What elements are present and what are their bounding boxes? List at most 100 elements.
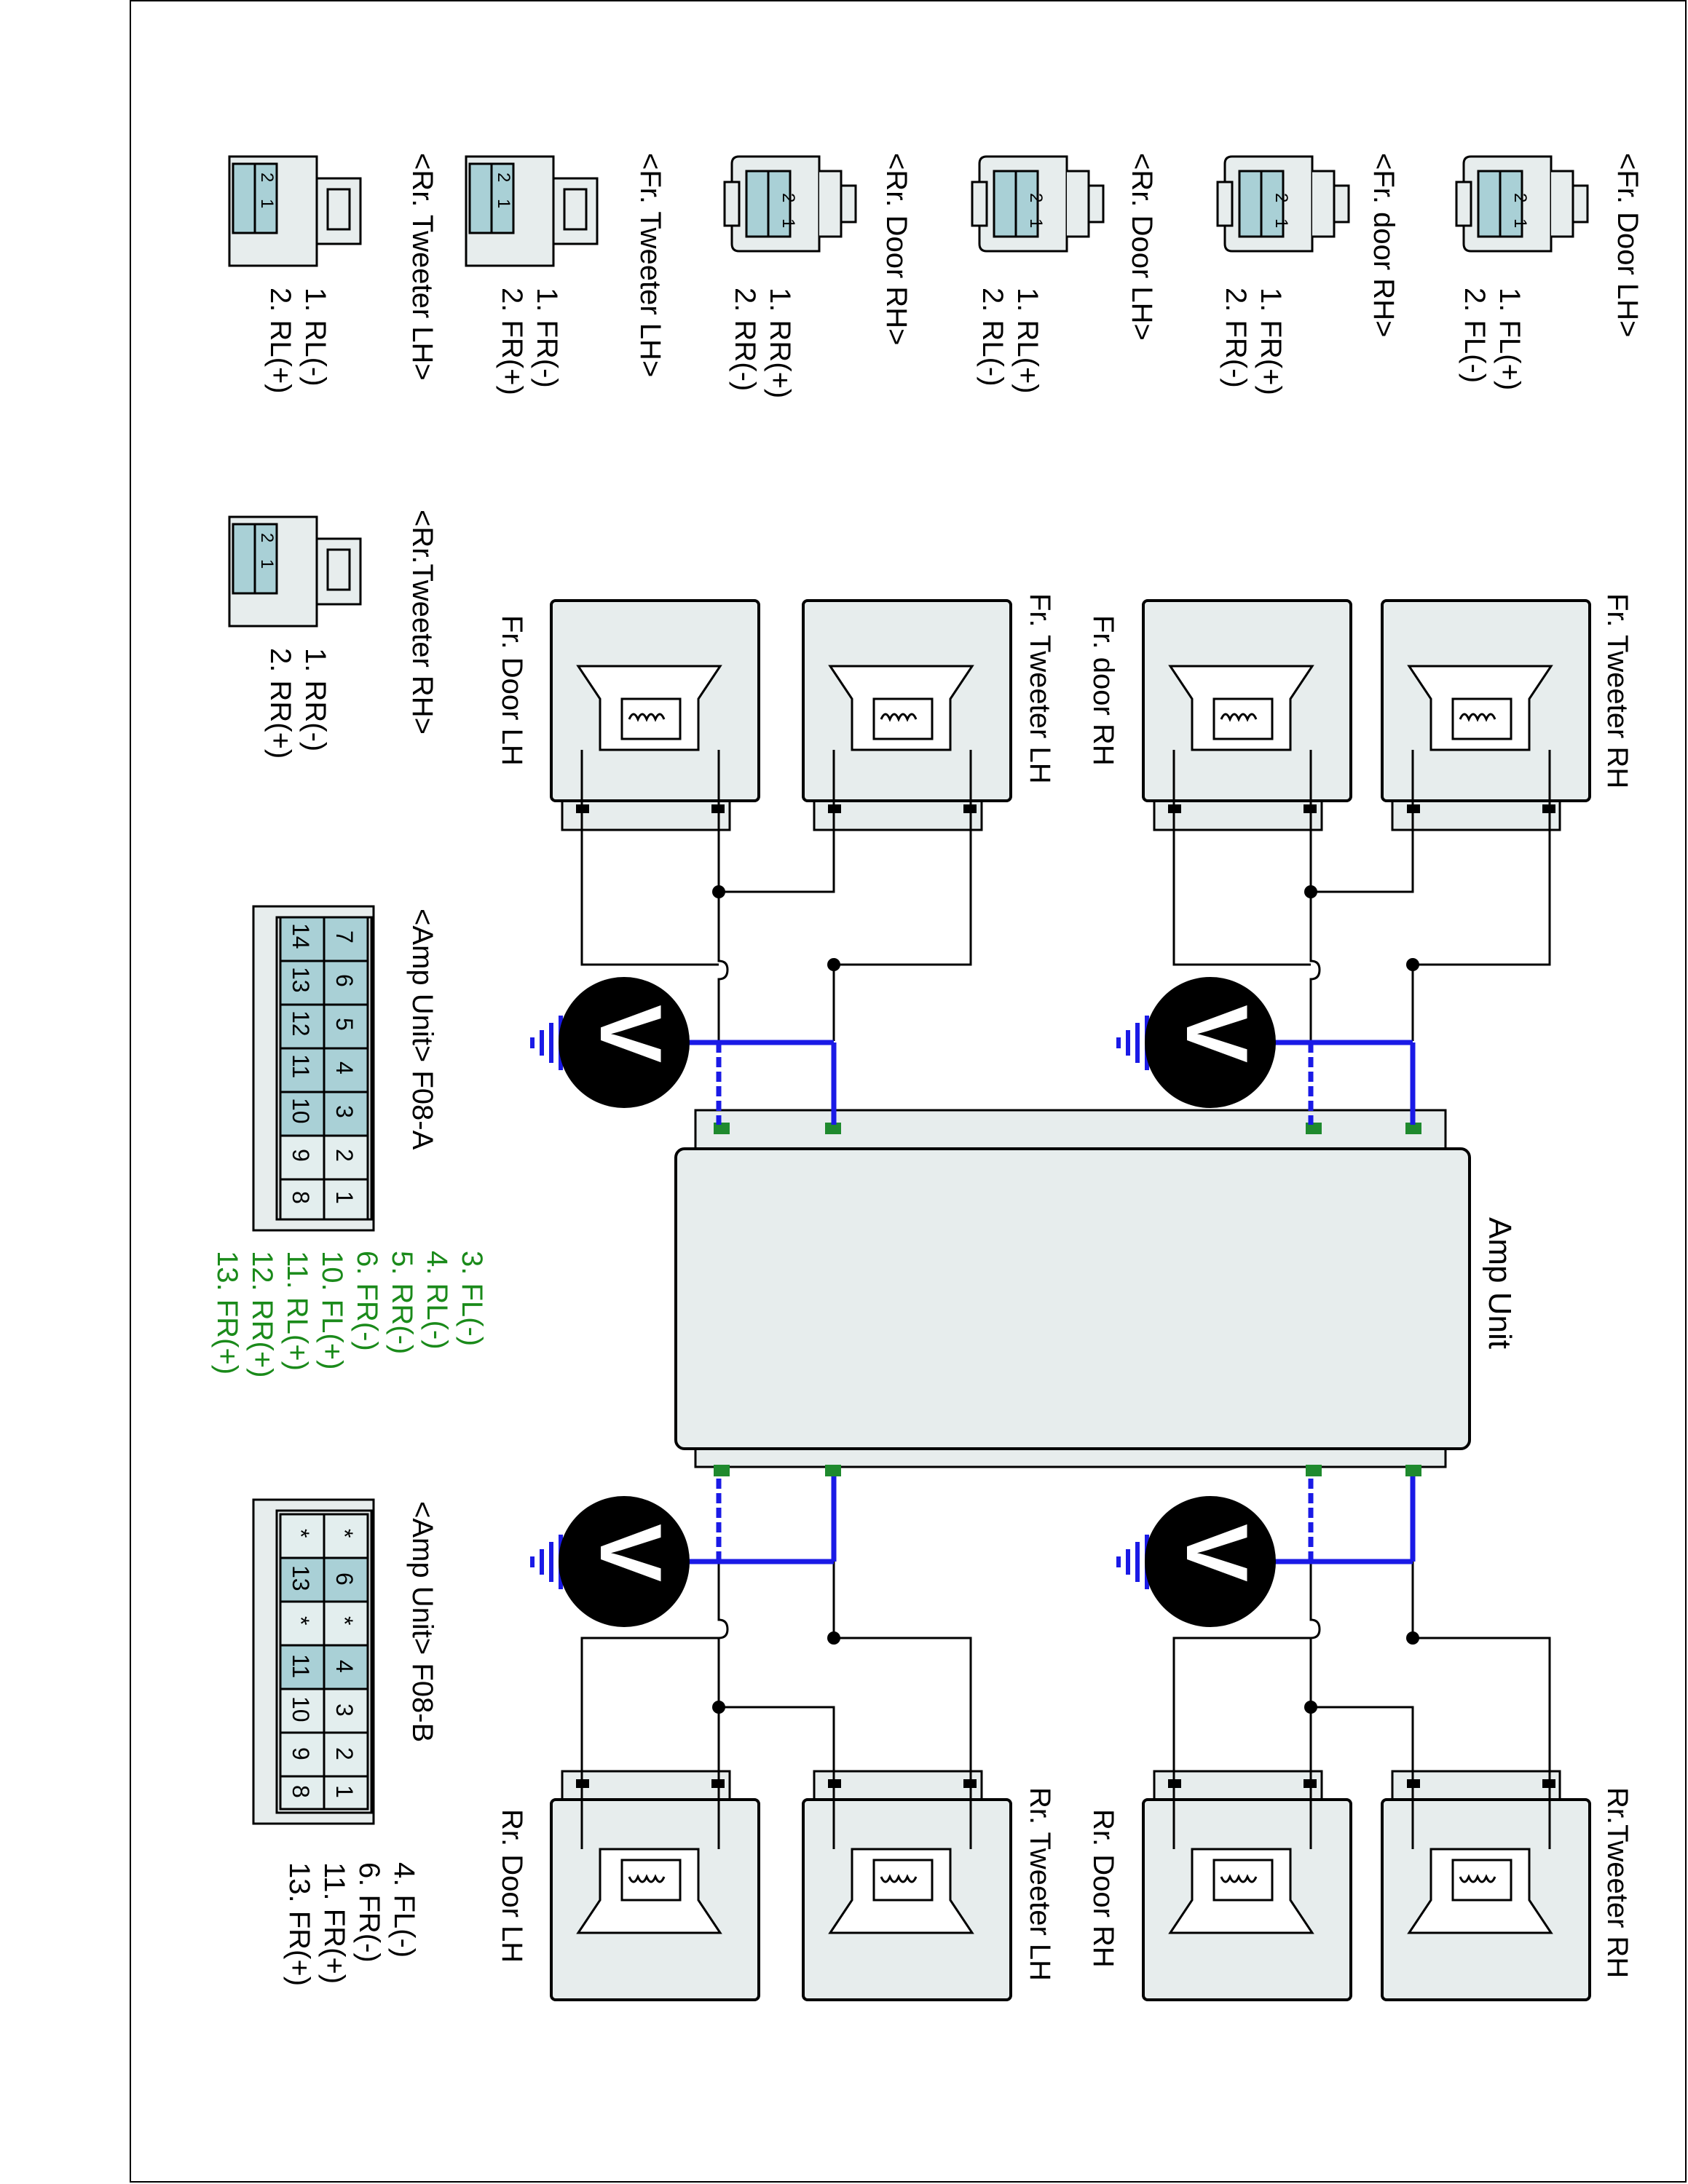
voltmeter-icon: V — [559, 977, 690, 1108]
amp-pin-label: 6. FR(-) — [353, 1862, 385, 1963]
voltmeter-icon: V — [559, 1496, 690, 1627]
speaker-rr-tweeter-rh: Rr.Tweeter RH — [1381, 1770, 1633, 2001]
amp-pin-label: 5. RR(-) — [386, 1251, 418, 1354]
amp-a-pin-list: 3. FL(-) 4. RL(-) 5. RR(-) 6. FR(-) 10. … — [211, 1251, 488, 1378]
speaker-label: Fr. door RH — [1087, 615, 1119, 766]
connector-pin-label: 1. RR(-) — [299, 648, 331, 751]
connector-title: <Fr. Tweeter LH> — [634, 153, 666, 377]
pin-number: 2 — [1026, 193, 1046, 202]
pin-number: 2 — [331, 1747, 358, 1760]
speaker-label: Rr. Door LH — [496, 1809, 528, 1963]
connector-pin-label: 2. RR(-) — [729, 288, 761, 391]
speaker-label: Fr. Tweeter LH — [1024, 593, 1056, 784]
connector-pin-label: 2. RR(+) — [264, 648, 296, 759]
amp-pin-label: 4. FL(-) — [388, 1862, 420, 1958]
speaker-label: Fr. Tweeter RH — [1601, 593, 1633, 788]
connector-pin-label: 2. FL(-) — [1459, 288, 1491, 383]
pin-number: 2 — [331, 1149, 358, 1162]
pin-number: 6 — [331, 974, 358, 987]
amp-pin-label: 10. FL(+) — [316, 1251, 348, 1369]
pin-number: 10 — [288, 1098, 314, 1124]
speakers-front: Fr. Tweeter RH Fr. door RH Fr. T — [496, 593, 1633, 831]
pin-number: 3 — [331, 1704, 358, 1717]
voltmeter-icon: V — [1145, 1496, 1276, 1627]
amp-pin-label: 4. RL(-) — [421, 1251, 453, 1350]
amp-connector-title: <Amp Unit> F08-A — [406, 909, 438, 1150]
pin-number: 7 — [331, 930, 358, 943]
speaker-label: Rr. Door RH — [1087, 1809, 1119, 1968]
connector-pin-label: 1. FR(-) — [531, 288, 563, 388]
pin-number: 1 — [331, 1785, 358, 1798]
connector-pin-label: 2. RL(-) — [977, 288, 1009, 387]
voltmeter-symbol: V — [582, 1524, 679, 1582]
amp-pin-label: 11. RL(+) — [281, 1251, 313, 1371]
pin-number: 4 — [331, 1660, 358, 1673]
pin-number: * — [331, 1616, 358, 1625]
pin-number: 13 — [288, 967, 314, 993]
pin-number: 8 — [288, 1191, 314, 1204]
connector-rr-door-rh: 2 1 — [723, 155, 857, 253]
connector-title: <Rr. Tweeter LH> — [406, 153, 438, 381]
amp-pin-label: 6. FR(-) — [351, 1251, 383, 1351]
pin-number: 10 — [288, 1696, 314, 1722]
pin-number: 2 — [1271, 193, 1291, 202]
speaker-fr-door-rh: Fr. door RH — [1087, 599, 1352, 831]
speaker-rr-door-lh: Rr. Door LH — [496, 1770, 760, 2001]
pin-number: 9 — [288, 1747, 314, 1760]
pin-number: * — [288, 1529, 314, 1538]
amp-connector-f08-b: * 6 * 4 3 2 1 * 13 * 11 10 9 8 <Amp Unit… — [252, 1498, 438, 1825]
voltmeter-symbol: V — [582, 1005, 679, 1063]
connector-cards: 2 1 2 1 2 1 — [228, 153, 1644, 759]
pin-number: 4 — [331, 1061, 358, 1075]
voltmeter-symbol: V — [1168, 1005, 1266, 1063]
connector-pin-label: 1. RR(+) — [764, 288, 796, 398]
amp-pin-label: 3. FL(-) — [456, 1251, 488, 1346]
speaker-wiring — [580, 813, 1551, 1779]
pin-number: 6 — [331, 1572, 358, 1586]
amp-pin-label: 12. RR(+) — [246, 1251, 278, 1378]
connector-rr-tweeter-rh: 2 1 — [228, 515, 362, 628]
connector-fr-tweeter-lh: 2 1 — [465, 155, 599, 267]
pin-number: 2 — [257, 173, 277, 182]
speaker-rr-tweeter-lh: Rr. Tweeter LH — [802, 1770, 1056, 2001]
amp-connector-f08-a: 7 6 5 4 3 2 1 14 13 12 11 10 9 8 <Amp Un… — [252, 905, 438, 1232]
pin-number: 2 — [1510, 193, 1530, 202]
speaker-label: Rr.Tweeter RH — [1601, 1787, 1633, 1978]
pin-number: 1 — [1510, 218, 1530, 228]
pin-number: 1 — [778, 218, 798, 228]
speaker-fr-door-lh: Fr. Door LH — [496, 599, 760, 831]
amp-unit-label: Amp Unit — [1482, 1217, 1518, 1349]
amp-pin-label: 11. FR(+) — [318, 1862, 350, 1984]
speaker-label: Rr. Tweeter LH — [1024, 1787, 1056, 1981]
pin-number: 13 — [288, 1565, 314, 1591]
pin-number: 12 — [288, 1010, 314, 1037]
amp-b-pin-list: 4. FL(-) 6. FR(-) 11. FR(+) 13. FR(+) — [283, 1862, 420, 1986]
connector-pin-label: 1. FL(+) — [1494, 288, 1526, 390]
pin-number: * — [331, 1529, 358, 1538]
pin-number: 1 — [257, 559, 277, 569]
pin-number: 5 — [331, 1018, 358, 1031]
pin-number: 1 — [1026, 218, 1046, 228]
pin-number: 2 — [494, 173, 513, 182]
connector-pin-label: 1. RL(-) — [299, 288, 331, 387]
amp-pin-label: 13. FR(+) — [211, 1251, 243, 1374]
pin-number: 9 — [288, 1149, 314, 1162]
connector-pin-label: 2. RL(+) — [264, 288, 296, 394]
connector-fr-door-rh: 2 1 — [1216, 155, 1350, 253]
pin-number: 8 — [288, 1785, 314, 1798]
voltmeter-icons: V V V V — [559, 977, 1276, 1627]
speaker-label: Fr. Door LH — [496, 615, 528, 766]
wire-junctions — [712, 885, 1419, 1714]
speaker-fr-tweeter-rh: Fr. Tweeter RH — [1381, 593, 1633, 831]
pin-number: 14 — [288, 923, 314, 949]
pin-number: 2 — [257, 533, 277, 542]
connector-title: <Rr. Door RH> — [880, 153, 912, 346]
connector-title: <Rr.Tweeter RH> — [406, 510, 438, 735]
speaker-fr-tweeter-lh: Fr. Tweeter LH — [802, 593, 1056, 831]
connector-title: <Rr. Door LH> — [1126, 153, 1158, 341]
connector-pin-label: 2. FR(-) — [1220, 288, 1252, 388]
pin-number: 2 — [778, 193, 798, 202]
amp-unit: Amp Unit — [674, 1109, 1518, 1476]
connector-rr-door-lh: 2 1 — [971, 155, 1105, 253]
